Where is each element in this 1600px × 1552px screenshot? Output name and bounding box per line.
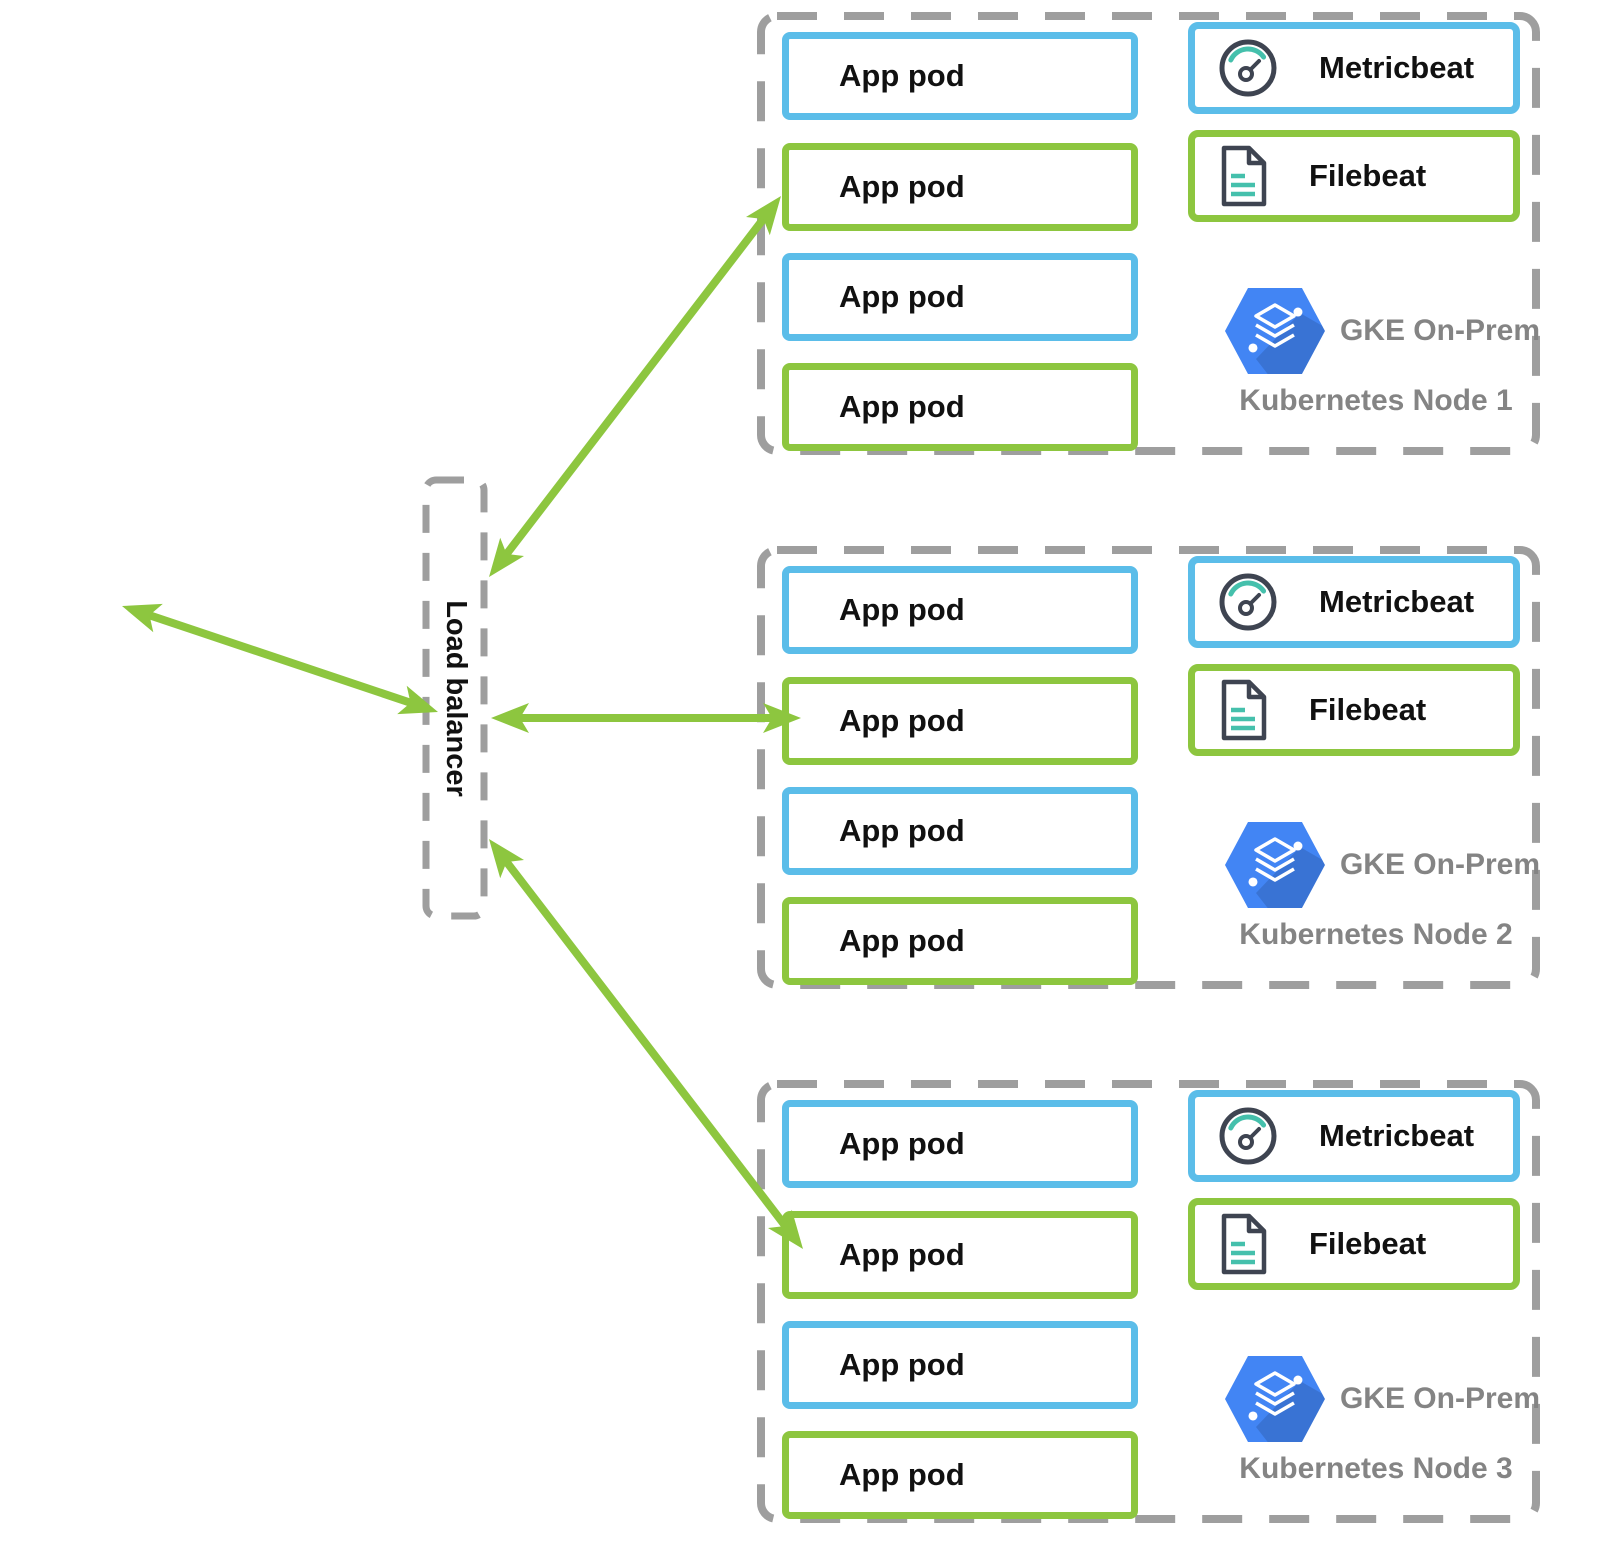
app-pod-label: App pod <box>839 58 965 93</box>
metricbeat-label: Metricbeat <box>1319 584 1475 619</box>
load-balancer-label: Load balancer <box>439 599 472 797</box>
app-pod-label: App pod <box>839 592 965 627</box>
node-3-frame <box>757 1080 1540 1523</box>
gke-on-prem-label: GKE On-Prem <box>1339 848 1540 881</box>
app-pod: App pod <box>782 32 1138 120</box>
app-pod-label: App pod <box>839 1347 965 1382</box>
load-balancer: Load balancer <box>423 477 487 919</box>
metricbeat-label: Metricbeat <box>1319 1118 1475 1153</box>
app-pod: App pod <box>782 897 1138 985</box>
document-icon <box>1215 1211 1271 1277</box>
app-pod: App pod <box>782 677 1138 765</box>
filebeat-label: Filebeat <box>1309 692 1427 727</box>
gke-on-prem: GKE On-Prem <box>1222 819 1540 911</box>
filebeat-label: Filebeat <box>1309 1226 1427 1261</box>
app-pod: App pod <box>782 1321 1138 1409</box>
app-pod-label: App pod <box>839 703 965 738</box>
kubernetes-node-3: App pod App pod App pod App pod Metricbe… <box>757 1080 1540 1523</box>
filebeat-label: Filebeat <box>1309 158 1427 193</box>
filebeat-box: Filebeat <box>1188 130 1520 222</box>
gauge-icon <box>1215 35 1281 101</box>
gauge-icon <box>1215 1103 1281 1169</box>
gke-hexagon-icon <box>1222 1353 1328 1445</box>
metricbeat-box: Metricbeat <box>1188 22 1520 114</box>
document-icon <box>1215 143 1271 209</box>
filebeat-box: Filebeat <box>1188 1198 1520 1290</box>
gke-hexagon-icon <box>1222 819 1328 911</box>
app-pod-label: App pod <box>839 1237 965 1272</box>
app-pod: App pod <box>782 363 1138 451</box>
node-name-label: Kubernetes Node 2 <box>1239 918 1513 951</box>
gke-on-prem-label: GKE On-Prem <box>1339 314 1540 347</box>
node-name-label: Kubernetes Node 3 <box>1239 1452 1513 1485</box>
app-pod: App pod <box>782 1100 1138 1188</box>
app-pod: App pod <box>782 143 1138 231</box>
metricbeat-label: Metricbeat <box>1319 50 1475 85</box>
node-name-label: Kubernetes Node 1 <box>1239 384 1513 417</box>
metricbeat-box: Metricbeat <box>1188 1090 1520 1182</box>
app-pod-label: App pod <box>839 389 965 424</box>
gke-hexagon-icon <box>1222 285 1328 377</box>
app-pod-label: App pod <box>839 1457 965 1492</box>
app-pod-label: App pod <box>839 169 965 204</box>
app-pod-label: App pod <box>839 813 965 848</box>
app-pod-label: App pod <box>839 923 965 958</box>
kubernetes-node-2: App pod App pod App pod App pod Metricbe… <box>757 546 1540 989</box>
gauge-icon <box>1215 569 1281 635</box>
app-pod: App pod <box>782 253 1138 341</box>
document-icon <box>1215 677 1271 743</box>
gke-on-prem: GKE On-Prem <box>1222 285 1540 377</box>
app-pod: App pod <box>782 566 1138 654</box>
app-pod-label: App pod <box>839 279 965 314</box>
app-pod: App pod <box>782 787 1138 875</box>
app-pod: App pod <box>782 1211 1138 1299</box>
filebeat-box: Filebeat <box>1188 664 1520 756</box>
metricbeat-box: Metricbeat <box>1188 556 1520 648</box>
node-2-frame <box>757 546 1540 989</box>
gke-on-prem-label: GKE On-Prem <box>1339 1382 1540 1415</box>
kubernetes-node-1: App pod App pod App pod App pod Metricbe… <box>757 12 1540 455</box>
app-pod-label: App pod <box>839 1126 965 1161</box>
app-pod: App pod <box>782 1431 1138 1519</box>
gke-on-prem: GKE On-Prem <box>1222 1353 1540 1445</box>
